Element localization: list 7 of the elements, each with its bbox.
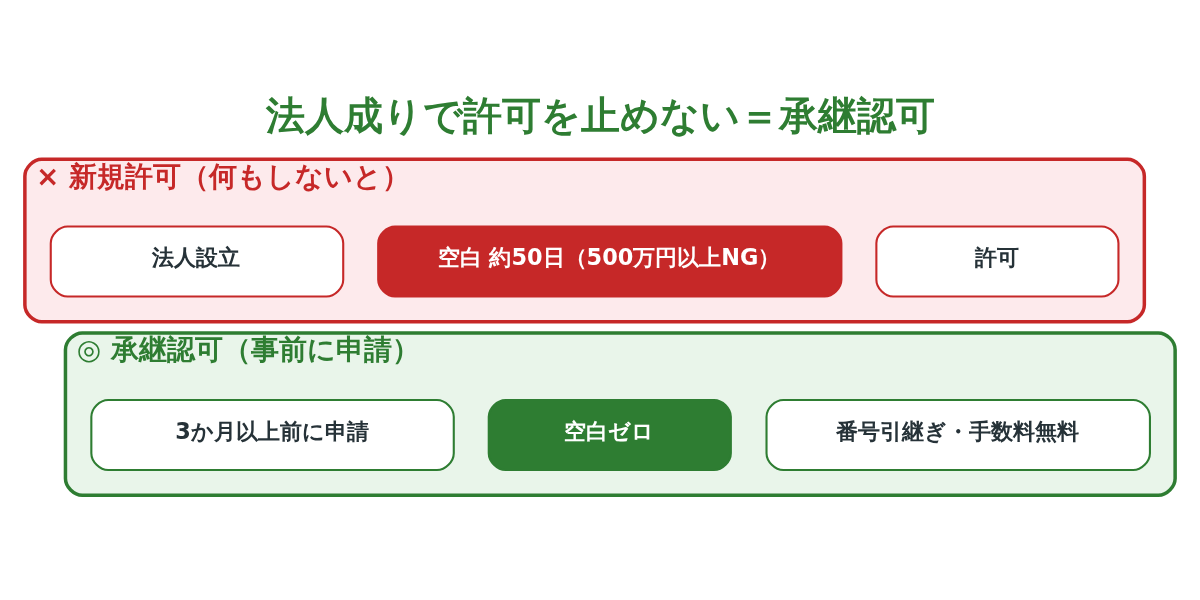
node-box: 3か月以上前に申請: [90, 399, 455, 472]
node-box: 法人設立: [49, 225, 345, 298]
node-box: 空白ゼロ: [487, 399, 732, 472]
node-box: 空白 約50日（500万円以上NG）: [377, 225, 843, 298]
diagram-title: 法人成りで許可を止めない＝承継認可: [266, 93, 936, 139]
node-box: 番号引継ぎ・手数料無料: [765, 399, 1151, 472]
node-box: 許可: [875, 225, 1120, 298]
